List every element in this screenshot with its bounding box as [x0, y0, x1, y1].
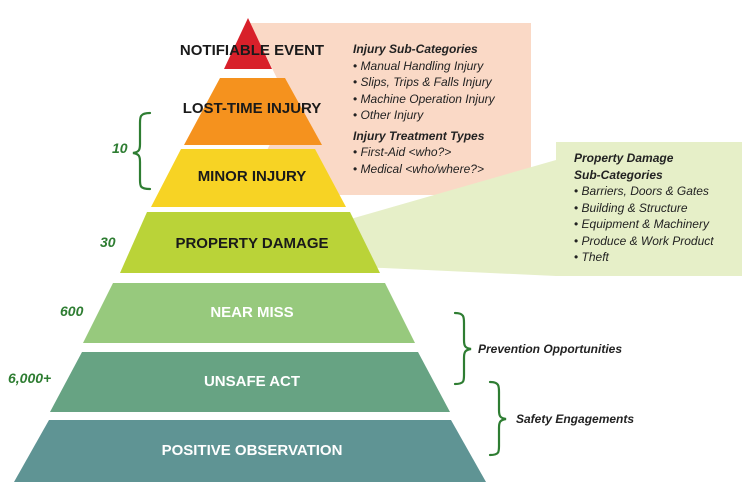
- label-notifiable-event: NOTIFIABLE EVENT: [180, 42, 324, 59]
- tier-lost-time-injury: [184, 78, 322, 145]
- tier-property-damage: [120, 212, 380, 273]
- label-lost-time-injury: LOST-TIME INJURY: [183, 100, 322, 117]
- injury-subcategories-heading: Injury Sub-Categories: [353, 42, 478, 56]
- property-heading-line1: Property Damage: [574, 151, 674, 165]
- tier-positive-observation: [14, 420, 486, 482]
- bracket-safety-engagements: [488, 380, 507, 457]
- bracket-prevention-opportunities: [453, 311, 472, 386]
- property-callout-connector: [340, 160, 556, 276]
- label-minor-injury: MINOR INJURY: [198, 168, 307, 185]
- list-item: Other Injury: [353, 107, 529, 124]
- injury-treatment-list: First-Aid <who?> Medical <who/where?>: [353, 144, 529, 177]
- list-item: Produce & Work Product: [574, 233, 740, 250]
- list-item: Machine Operation Injury: [353, 91, 529, 108]
- injury-treatment-heading: Injury Treatment Types: [353, 128, 485, 143]
- count-minor-injury: 10: [112, 140, 128, 156]
- list-item: Equipment & Machinery: [574, 216, 740, 233]
- property-callout: Property Damage Sub-Categories Barriers,…: [574, 150, 740, 266]
- list-item: First-Aid <who?>: [353, 144, 529, 161]
- property-subcategories-list: Barriers, Doors & Gates Building & Struc…: [574, 183, 740, 266]
- list-item: Manual Handling Injury: [353, 58, 529, 75]
- list-item: Theft: [574, 249, 740, 266]
- bracket-minor-injury: [132, 111, 152, 191]
- label-property-damage: PROPERTY DAMAGE: [175, 235, 328, 252]
- tier-unsafe-act: [50, 352, 450, 412]
- tier-notifiable-event: [224, 18, 272, 69]
- count-property-damage: 30: [100, 234, 116, 250]
- injury-subcategories-list: Manual Handling Injury Slips, Trips & Fa…: [353, 58, 529, 124]
- label-positive-observation: POSITIVE OBSERVATION: [162, 442, 343, 459]
- list-item: Building & Structure: [574, 200, 740, 217]
- list-item: Medical <who/where?>: [353, 161, 529, 178]
- tier-near-miss: [83, 283, 415, 343]
- count-unsafe-act: 6,000+: [8, 370, 52, 386]
- prevention-opportunities-label: Prevention Opportunities: [478, 342, 623, 356]
- safety-engagements-label: Safety Engagements: [516, 412, 635, 426]
- property-heading-line2: Sub-Categories: [574, 167, 663, 182]
- label-near-miss: NEAR MISS: [210, 304, 293, 321]
- count-near-miss: 600: [60, 303, 84, 319]
- label-unsafe-act: UNSAFE ACT: [204, 373, 300, 390]
- tier-minor-injury: [151, 149, 346, 207]
- list-item: Slips, Trips & Falls Injury: [353, 74, 529, 91]
- injury-callout: Injury Sub-Categories Manual Handling In…: [353, 41, 529, 177]
- list-item: Barriers, Doors & Gates: [574, 183, 740, 200]
